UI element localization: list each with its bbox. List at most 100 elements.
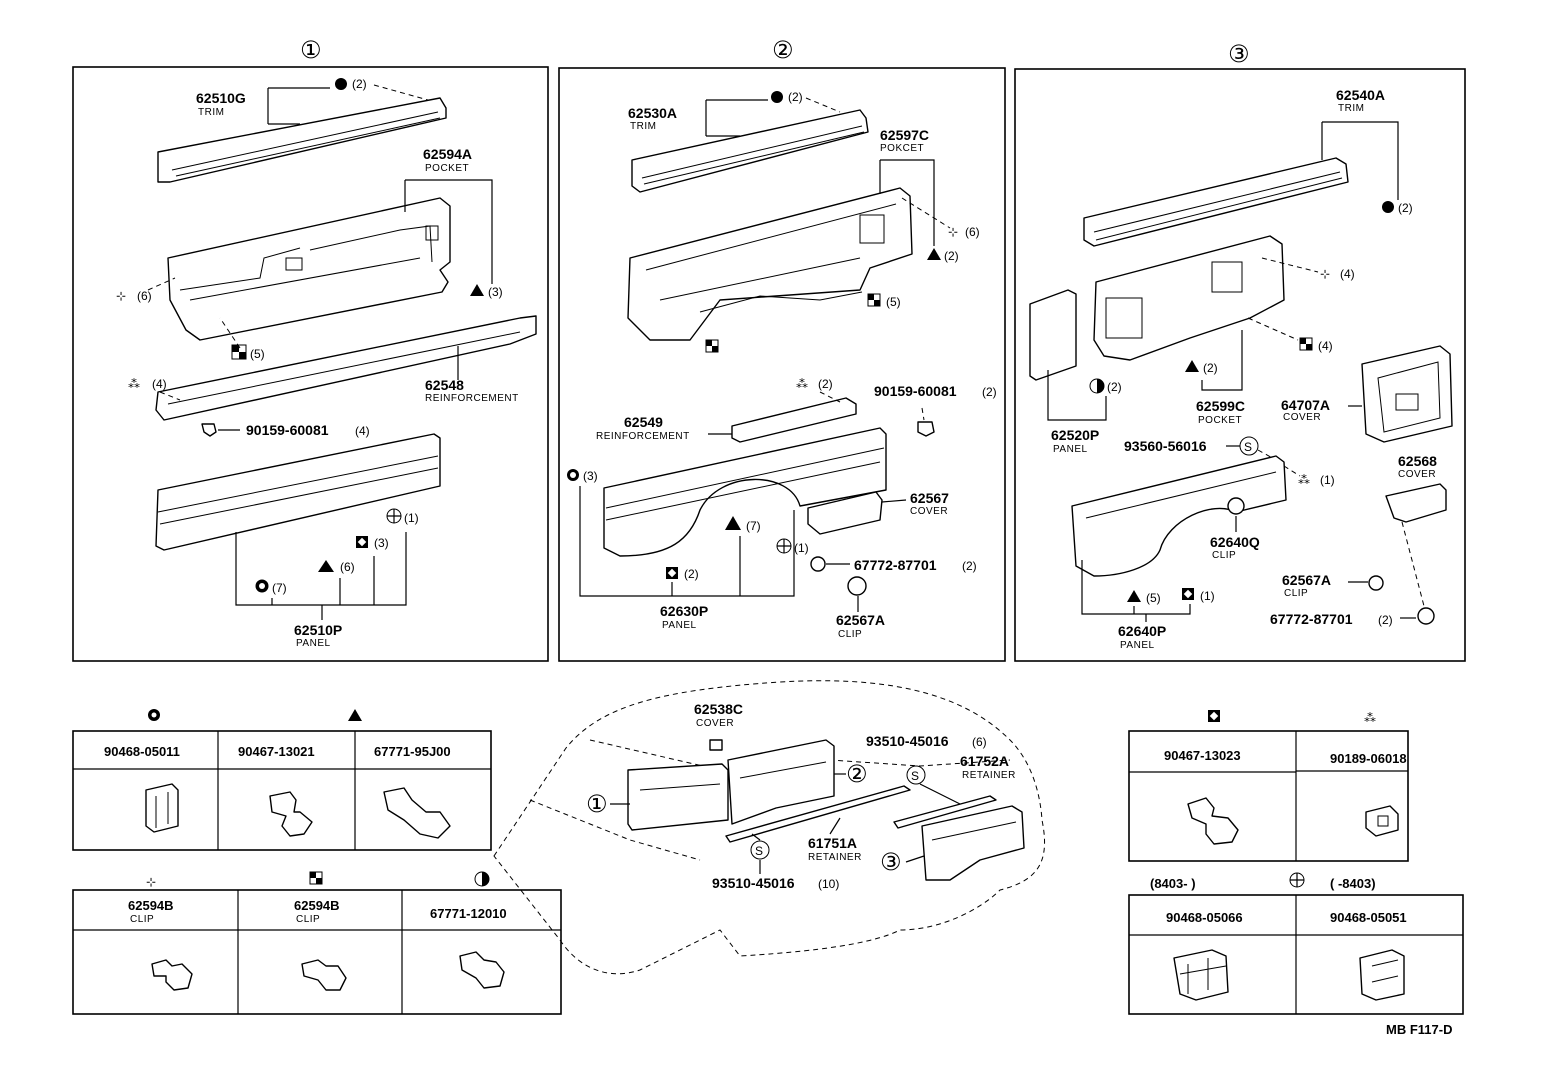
vehicle-label-3: ③ xyxy=(880,848,902,876)
clip-62640q-number: 62640Q xyxy=(1210,534,1260,550)
cover-62567-part xyxy=(807,491,883,535)
cover-62568-number: 62568 xyxy=(1398,453,1437,469)
screw-90159-number: 90159-60081 xyxy=(246,422,329,438)
trim-62540a-name: TRIM xyxy=(1338,103,1364,114)
svg-text:S: S xyxy=(755,844,763,858)
clip-62567a-number: 62567A xyxy=(836,612,885,628)
panel-62510p-q7: (7) xyxy=(272,581,287,595)
pocket-62594a-part xyxy=(167,197,451,341)
legend-right-top: ⁂ 90467-13023 90189-06018 xyxy=(1128,710,1409,862)
legend-part-90189-06018: 90189-06018 xyxy=(1330,751,1407,766)
legend-right-bottom: (8403- ) ( -8403) 90468-05066 90468-0505… xyxy=(1128,872,1464,1015)
vehicle-label-1: ① xyxy=(586,790,608,818)
pocket-62597c-clip5-qty: (5) xyxy=(886,295,901,309)
svg-text:⊹: ⊹ xyxy=(948,225,958,239)
panel-62640p-name: PANEL xyxy=(1120,640,1155,651)
cover-62538c-part xyxy=(709,739,723,751)
reinforcement-62548-name: REINFORCEMENT xyxy=(425,393,519,404)
triangle-clip-legend-symbol xyxy=(348,709,362,721)
legend-part-62594b-1: 62594B xyxy=(128,898,174,913)
pocket-62597c-number: 62597C xyxy=(880,127,929,143)
panel-62640p-tri3-qty: (1) xyxy=(1320,473,1335,487)
cover-62567-name: COVER xyxy=(910,506,948,517)
panel-62630p-plus-qty: (1) xyxy=(794,541,809,555)
legend-clip-90468-05051-drawing xyxy=(1359,949,1405,1001)
retainer-61752a-name: RETAINER xyxy=(962,770,1016,781)
diagram-code: MB F117-D xyxy=(1386,1022,1452,1037)
section-3-frame xyxy=(1014,68,1466,662)
pocket-62597c-clip6-qty: (6) xyxy=(965,225,980,239)
legend-left-bottom: ⊹ 62594B CLIP 62594B CLIP 67771-12010 xyxy=(72,871,562,1015)
legend-part-67771-12010: 67771-12010 xyxy=(430,906,507,921)
screw-93510-top-number: 93510-45016 xyxy=(866,733,949,749)
screw-93510-bottom-qty: (10) xyxy=(818,877,839,891)
panel-62520p-number: 62520P xyxy=(1051,427,1099,443)
section-2-frame xyxy=(558,67,1006,662)
panel-62640p-tri5-qty: (5) xyxy=(1146,591,1161,605)
trim-62530a-name: TRIM xyxy=(630,121,656,132)
cover-62568-name: COVER xyxy=(1398,469,1436,480)
section-1-frame xyxy=(72,66,549,662)
trim-62530a-number: 62530A xyxy=(628,105,677,121)
trim-62530a-part xyxy=(631,109,869,193)
clip-62594b-legend-symbol: ⊹ xyxy=(146,875,156,889)
pocket-62599c-tri-qty: (2) xyxy=(1203,361,1218,375)
triangle-clip-symbol xyxy=(470,284,484,296)
retainer-61752a-part xyxy=(893,795,997,829)
triple-clip-legend-symbol: ⁂ xyxy=(1364,711,1376,725)
cover-62538c-name: COVER xyxy=(696,718,734,729)
legend-clip-67771-12010-drawing xyxy=(459,951,505,989)
pocket-62597c-part xyxy=(627,187,913,341)
legend-part-90468-05051: 90468-05051 xyxy=(1330,910,1407,925)
cover-62538c-number: 62538C xyxy=(694,701,743,717)
reinforcement-62549-number: 62549 xyxy=(624,414,663,430)
pocket-clip5-qty: (5) xyxy=(250,347,265,361)
clip-62567a-3-name: CLIP xyxy=(1284,588,1308,599)
trim-62530a-qty: (2) xyxy=(788,90,803,104)
section-2-number: ② xyxy=(772,36,794,64)
retainer-61751a-name: RETAINER xyxy=(808,852,862,863)
panel-62510p-number: 62510P xyxy=(294,622,342,638)
round-clip-symbol xyxy=(335,78,347,90)
panel-62640p-number: 62640P xyxy=(1118,623,1166,639)
pocket-62594a-qty: (3) xyxy=(488,285,503,299)
pocket-62599c-clip4-qty: (4) xyxy=(1340,267,1355,281)
cover-62568-part xyxy=(1385,483,1447,523)
panel-62510p-part xyxy=(155,433,441,551)
retainer-61751a-part xyxy=(725,785,911,843)
vehicle-outline xyxy=(493,680,1046,975)
panel-62510p-q3: (3) xyxy=(374,536,389,550)
section-1-number: ① xyxy=(300,36,322,64)
svg-text:S: S xyxy=(1244,440,1252,454)
svg-text:S: S xyxy=(911,769,919,783)
panel-62630p-number: 62630P xyxy=(660,603,708,619)
legend-part-62594b-2-name: CLIP xyxy=(296,914,320,925)
vehicle-overview: 62538C COVER 93510-45016 (6) S 61752A RE… xyxy=(493,680,1046,975)
cover-64707a-number: 64707A xyxy=(1281,397,1330,413)
trim-62540a-number: 62540A xyxy=(1336,87,1385,103)
panel-62520p-half-qty: (2) xyxy=(1107,380,1122,394)
legend-part-62594b-2: 62594B xyxy=(294,898,340,913)
panel-62640p-part xyxy=(1071,455,1287,577)
retainer-61752a-number: 61752A xyxy=(960,753,1009,769)
section-1-panel: 62510G TRIM (2) 62594A POCKET (3) ⊹ (6) … xyxy=(72,66,549,662)
legend-part-90467-13023: 90467-13023 xyxy=(1164,748,1241,763)
legend-part-90468-05011: 90468-05011 xyxy=(104,744,180,759)
clip-62594b-symbol-1: ⊹ xyxy=(116,289,126,303)
pocket-62599c-name: POCKET xyxy=(1198,415,1242,426)
pocket-clip6-qty: (6) xyxy=(137,289,152,303)
cover-64707a-name: COVER xyxy=(1283,412,1321,423)
svg-text:⊹: ⊹ xyxy=(1320,267,1330,281)
section-3-panel: 62540A TRIM (2) ⊹ (4) (4) (2) 62599C POC… xyxy=(1014,68,1466,662)
reinforcement-62548-qty: (4) xyxy=(152,377,167,391)
panel-62630p-name: PANEL xyxy=(662,620,697,631)
cover-62567-number: 62567 xyxy=(910,490,949,506)
screw-90159-2-qty: (2) xyxy=(982,385,997,399)
vehicle-panel-1 xyxy=(627,763,729,831)
legend-part-62594b-1-name: CLIP xyxy=(130,914,154,925)
trim-62540a-qty: (2) xyxy=(1398,201,1413,215)
panel-62630p-tri7-qty: (7) xyxy=(746,519,761,533)
side-panel-62520p-part xyxy=(1029,289,1077,381)
legend-clip-62594b-2-drawing xyxy=(301,959,347,991)
screw-93510-bottom-number: 93510-45016 xyxy=(712,875,795,891)
